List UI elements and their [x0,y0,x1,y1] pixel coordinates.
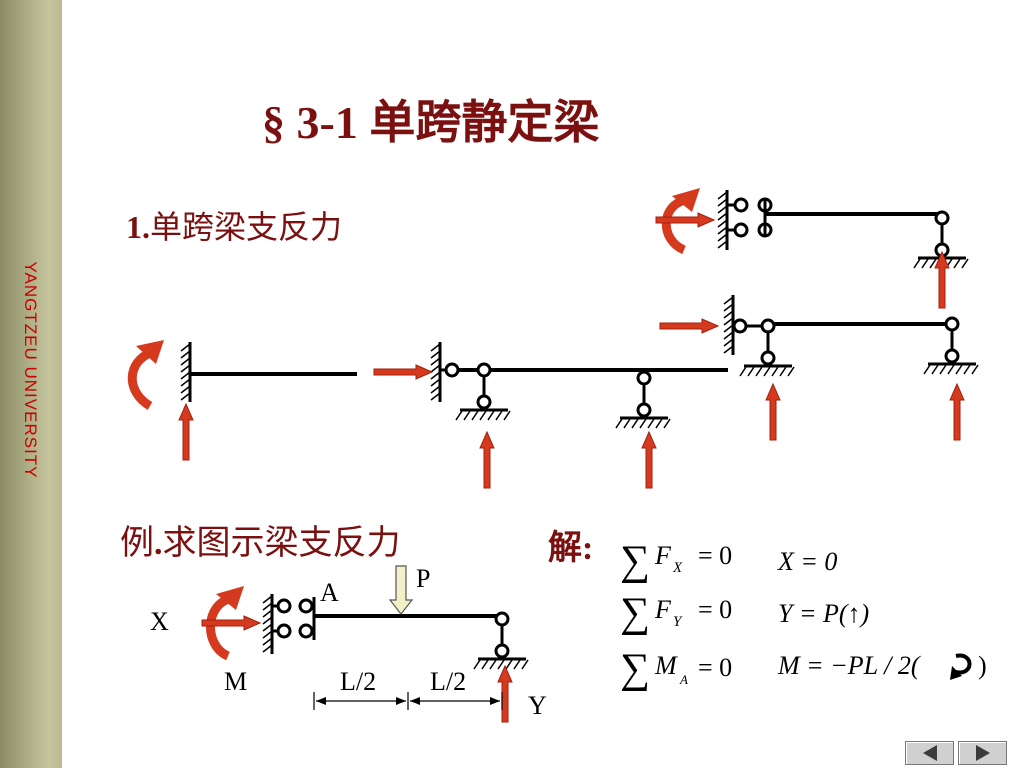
reaction-arrow-up [934,251,950,309]
dimension-left: L/2 [340,667,376,696]
eq1-subscript: X [672,560,683,576]
example-heading-text: 求图示梁支反力 [162,525,401,562]
reaction-arrow-y [497,665,513,723]
eq2-variable: F [654,595,672,624]
example-beam: A P X M Y L/2 L/2 [150,564,547,723]
example-heading-prefix: 例 [120,525,154,562]
moment-arrow-head [216,586,244,610]
section-heading-number: 1. [126,209,150,245]
eq3-rhs: = 0 [698,653,732,682]
result-m-prefix: M = −PL / 2( [777,651,921,680]
eq1-rhs: = 0 [698,541,732,570]
sum-symbol: ∑ [620,590,650,636]
roller-beam [659,293,978,441]
reaction-arrow-up [949,383,965,441]
solution-label: 解: [548,530,594,567]
section-heading-text: 单跨梁支反力 [150,209,343,245]
cantilever-beam [127,340,357,461]
sum-symbol: ∑ [620,538,650,584]
sum-symbol: ∑ [620,646,650,692]
result-m-suffix: ) [978,651,987,680]
moment-arrow-head [672,188,700,212]
triangle-left-icon [922,745,937,761]
sidebar: YANGTZEU UNIVERSITY [0,0,62,768]
reaction-arrow-up [479,431,495,489]
result-y: Y = P(↑) [778,599,869,628]
section-heading: 1.单跨梁支反力 [126,202,342,248]
reaction-arrow-up [178,403,194,461]
reaction-arrow-up [641,431,657,489]
triangle-right-icon [975,745,990,761]
equilibrium-equations: ∑ F X = 0 ∑ F Y = 0 ∑ M A = 0 X = 0 Y = … [620,538,987,692]
moment-arrow-head [136,340,164,364]
result-x: X = 0 [777,547,837,576]
next-slide-button[interactable] [958,741,1007,765]
reaction-arrow-up [765,383,781,441]
eq1-variable: F [654,541,672,570]
label-a: A [320,578,339,607]
simple-beam [373,340,728,489]
reaction-arrow-right [373,364,433,380]
moment-arrow [206,593,234,661]
label-x: X [150,607,169,636]
sliding-clamp-beam [655,188,968,309]
dimension-right: L/2 [430,667,466,696]
slide-title: § 3-1 单跨静定梁 [262,97,600,148]
prev-slide-button[interactable] [905,741,954,765]
reaction-arrow-right [659,318,719,334]
eq2-subscript: Y [673,614,683,630]
label-m: M [224,667,247,696]
slide-navigation [905,741,1007,767]
clockwise-moment-icon [955,653,972,675]
example-heading-dot: . [154,525,163,562]
eq3-subscript: A [679,672,688,687]
moment-arrow [127,347,154,410]
eq2-rhs: = 0 [698,595,732,624]
load-arrow-p [388,565,414,615]
eq3-variable: M [654,651,678,680]
moment-arrow [661,195,688,255]
example-heading: 例.求图示梁支反力 [120,515,401,564]
label-y: Y [528,691,547,720]
label-p: P [416,564,430,593]
